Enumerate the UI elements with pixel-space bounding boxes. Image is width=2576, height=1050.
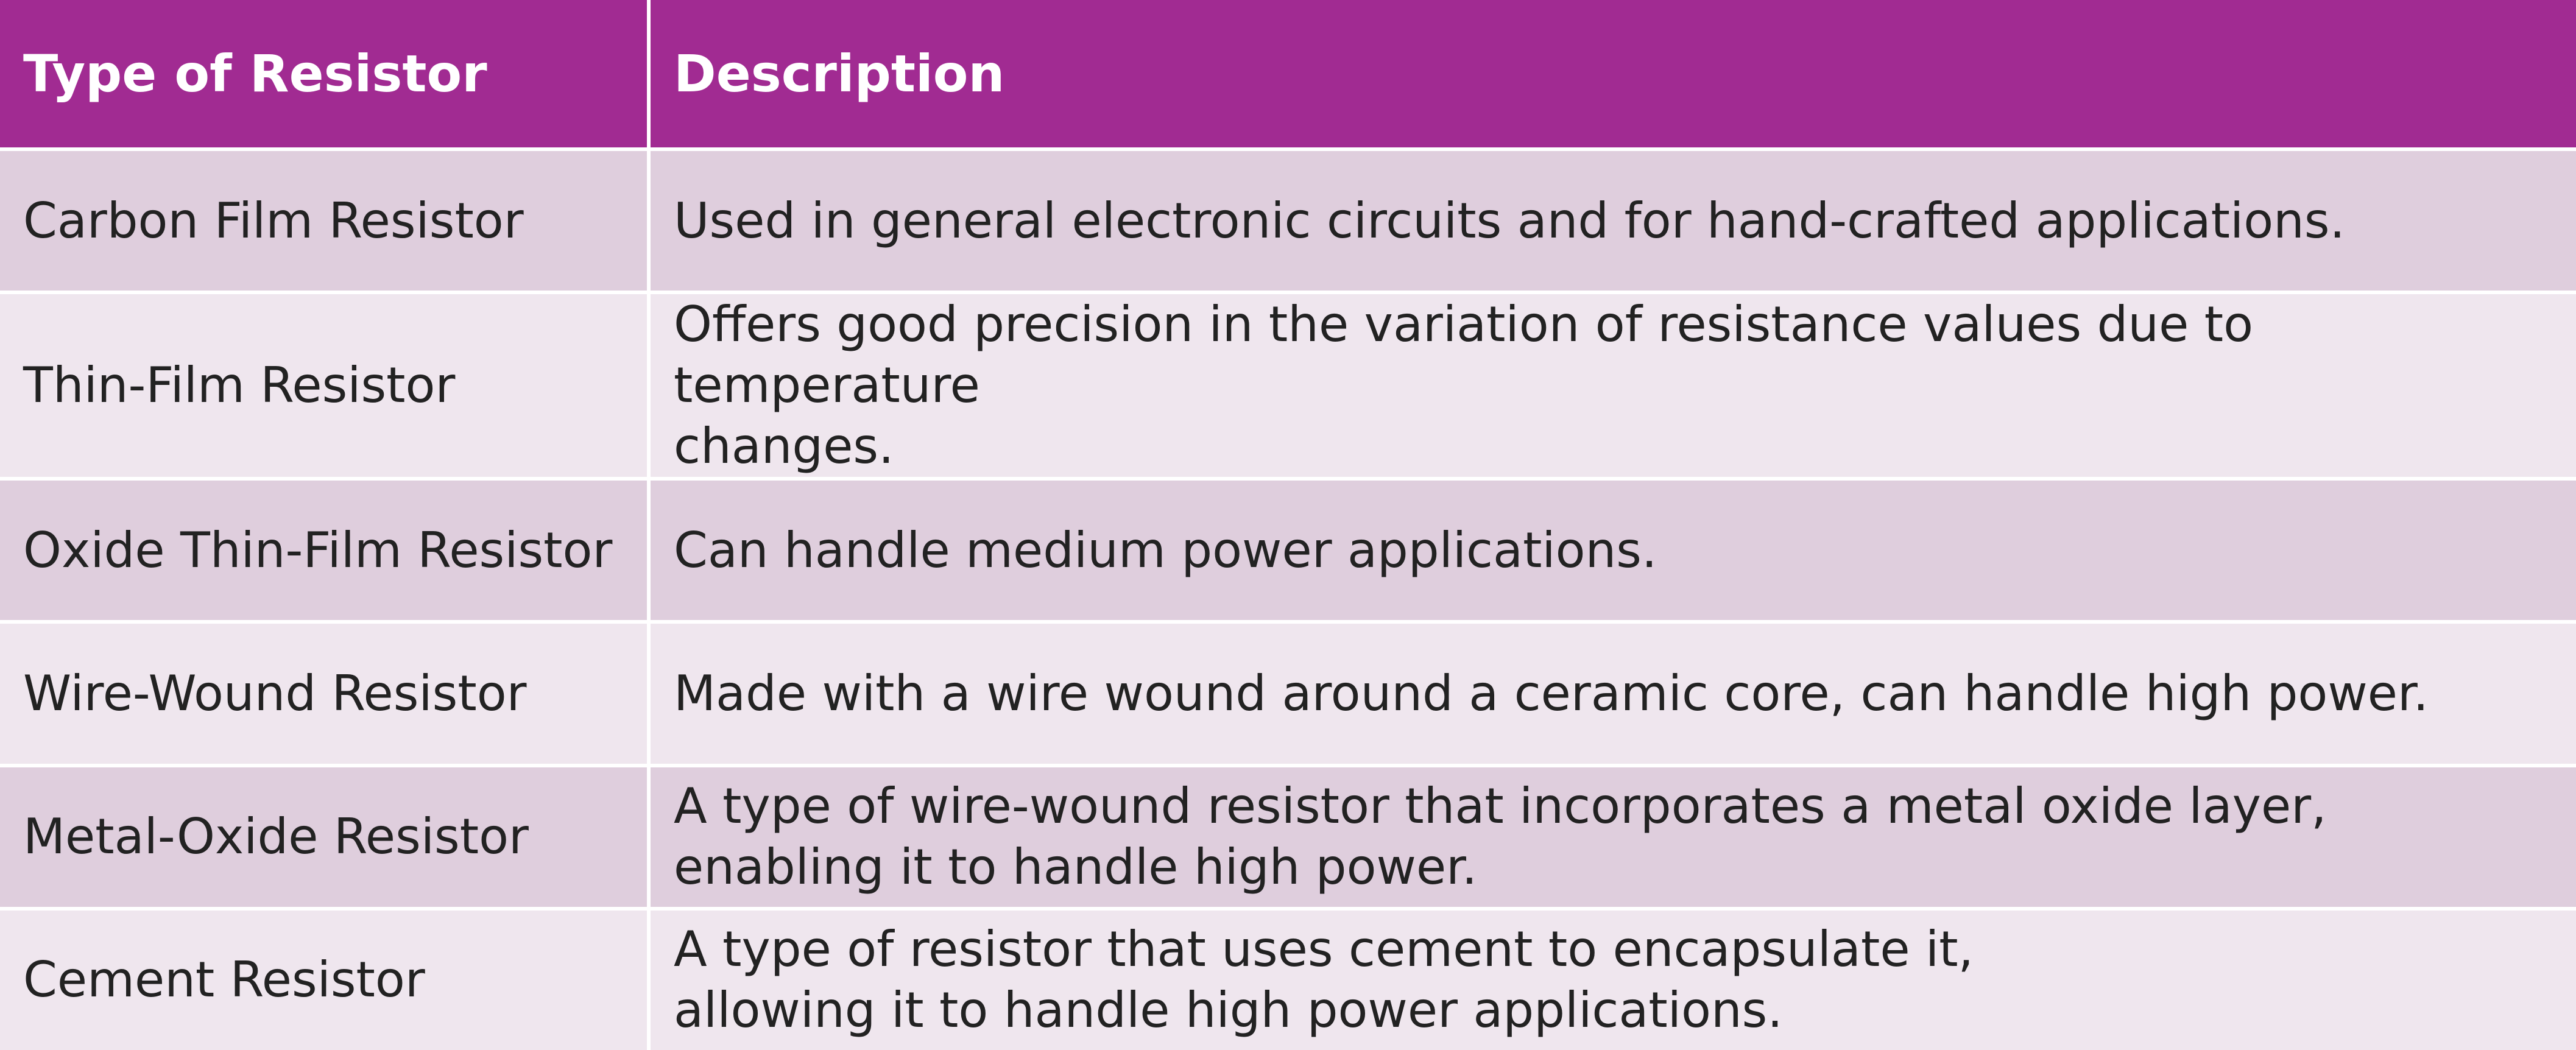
row-description-metal-oxide: A type of wire-wound resistor that incor… xyxy=(651,767,2576,907)
row-type-wire-wound: Wire-Wound Resistor xyxy=(0,624,647,764)
row-description-thin-film: Offers good precision in the variation o… xyxy=(651,294,2576,477)
row-type-thin-film: Thin-Film Resistor xyxy=(0,294,647,477)
row-description-carbon-film: Used in general electronic circuits and … xyxy=(651,151,2576,291)
header-description: Description xyxy=(651,0,2576,147)
row-type-cement: Cement Resistor xyxy=(0,910,647,1050)
row-description-wire-wound: Made with a wire wound around a ceramic … xyxy=(651,624,2576,764)
row-description-cement: A type of resistor that uses cement to e… xyxy=(651,910,2576,1050)
row-description-oxide-thin-film: Can handle medium power applications. xyxy=(651,481,2576,621)
row-type-metal-oxide: Metal-Oxide Resistor xyxy=(0,767,647,907)
header-type: Type of Resistor xyxy=(0,0,647,147)
row-type-oxide-thin-film: Oxide Thin-Film Resistor xyxy=(0,481,647,621)
row-type-carbon-film: Carbon Film Resistor xyxy=(0,151,647,291)
